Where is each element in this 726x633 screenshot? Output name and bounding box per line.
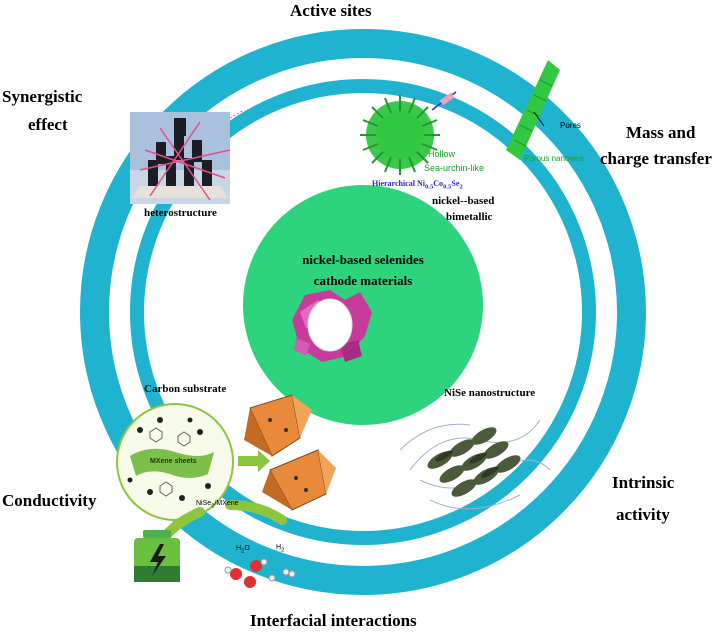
label-h2o: H2O (236, 545, 250, 555)
label-interfacial-interactions: Interfacial interactions (250, 611, 417, 630)
center-title-line2: cathode materials (313, 273, 413, 288)
label-active-sites: Active sites (290, 1, 372, 20)
label-nise-nanostructure: NiSe nanostructure (444, 387, 536, 399)
label-nise2-mxene: NiSe2/MXene (196, 500, 239, 510)
water-molecules-icon (224, 558, 296, 588)
label-activity: activity (616, 505, 670, 524)
h2o-o: O (244, 545, 250, 552)
label-nickel-based: nickel--based (432, 195, 495, 207)
label-intrinsic: Intrinsic (612, 473, 675, 492)
h2-h: H (276, 544, 282, 551)
label-conductivity: Conductivity (2, 491, 97, 510)
label-effect: effect (28, 115, 68, 134)
hierarchical-se: Se (451, 179, 460, 188)
hierarchical-sub1: 0.5 (424, 183, 434, 191)
inner-ring-white-gap (124, 73, 602, 551)
porous-nanowire-icon (506, 60, 560, 160)
outer-ring-inner-edge (109, 58, 617, 566)
label-mass-and: Mass and (626, 123, 696, 142)
hierarchical-sub2: 0.5 (443, 183, 452, 191)
label-heterostructure: heterostructure (144, 207, 217, 219)
label-pores: Pores (560, 121, 581, 130)
hierarchical-co: Co (433, 179, 444, 188)
nise2-text: NiSe (196, 500, 212, 507)
label-synergistic: Synergistic (2, 87, 83, 106)
nise-nanostructure-icon (399, 419, 551, 510)
inner-ring (130, 79, 596, 545)
h2o-sub: 2 (241, 548, 245, 555)
hierarchical-ni: Hierarchical Ni (372, 179, 425, 188)
h2-sub: 2 (281, 547, 285, 554)
sea-urchin-icon (360, 91, 457, 175)
curved-arrow-right (225, 500, 287, 525)
label-mxene-sheets: MXene sheets (150, 458, 197, 465)
label-carbon-substrate: Carbon substrate (144, 383, 227, 395)
label-h2: H2 (276, 544, 284, 554)
label-bimetallic: bimetallic (446, 211, 493, 223)
outer-ring (80, 29, 646, 595)
heterostructure-image (130, 109, 245, 204)
hierarchical-sub3: 2 (459, 183, 463, 191)
label-porous-nanowire: Porous nanowire (524, 154, 585, 163)
nise2-sub: 2 (211, 503, 215, 510)
label-charge-transfer: charge transfer (600, 149, 712, 168)
arrow-right-icon (238, 450, 270, 472)
octahedron-crystals-icon (244, 394, 336, 511)
nise2-suffix: /MXene (214, 500, 239, 507)
battery-icon (134, 530, 180, 582)
label-hollow: Hollow (428, 149, 456, 159)
h2o-h: H (236, 545, 242, 552)
label-sea-urchin-like: Sea-urchin-like (424, 163, 485, 173)
mxene-sheet-icon (116, 403, 234, 521)
pink-crystal-cluster-icon (292, 290, 372, 362)
center-title-line1: nickel-based selenides (302, 252, 424, 267)
label-hierarchical: Hierarchical Ni0.5Co0.5Se2 (372, 179, 463, 191)
